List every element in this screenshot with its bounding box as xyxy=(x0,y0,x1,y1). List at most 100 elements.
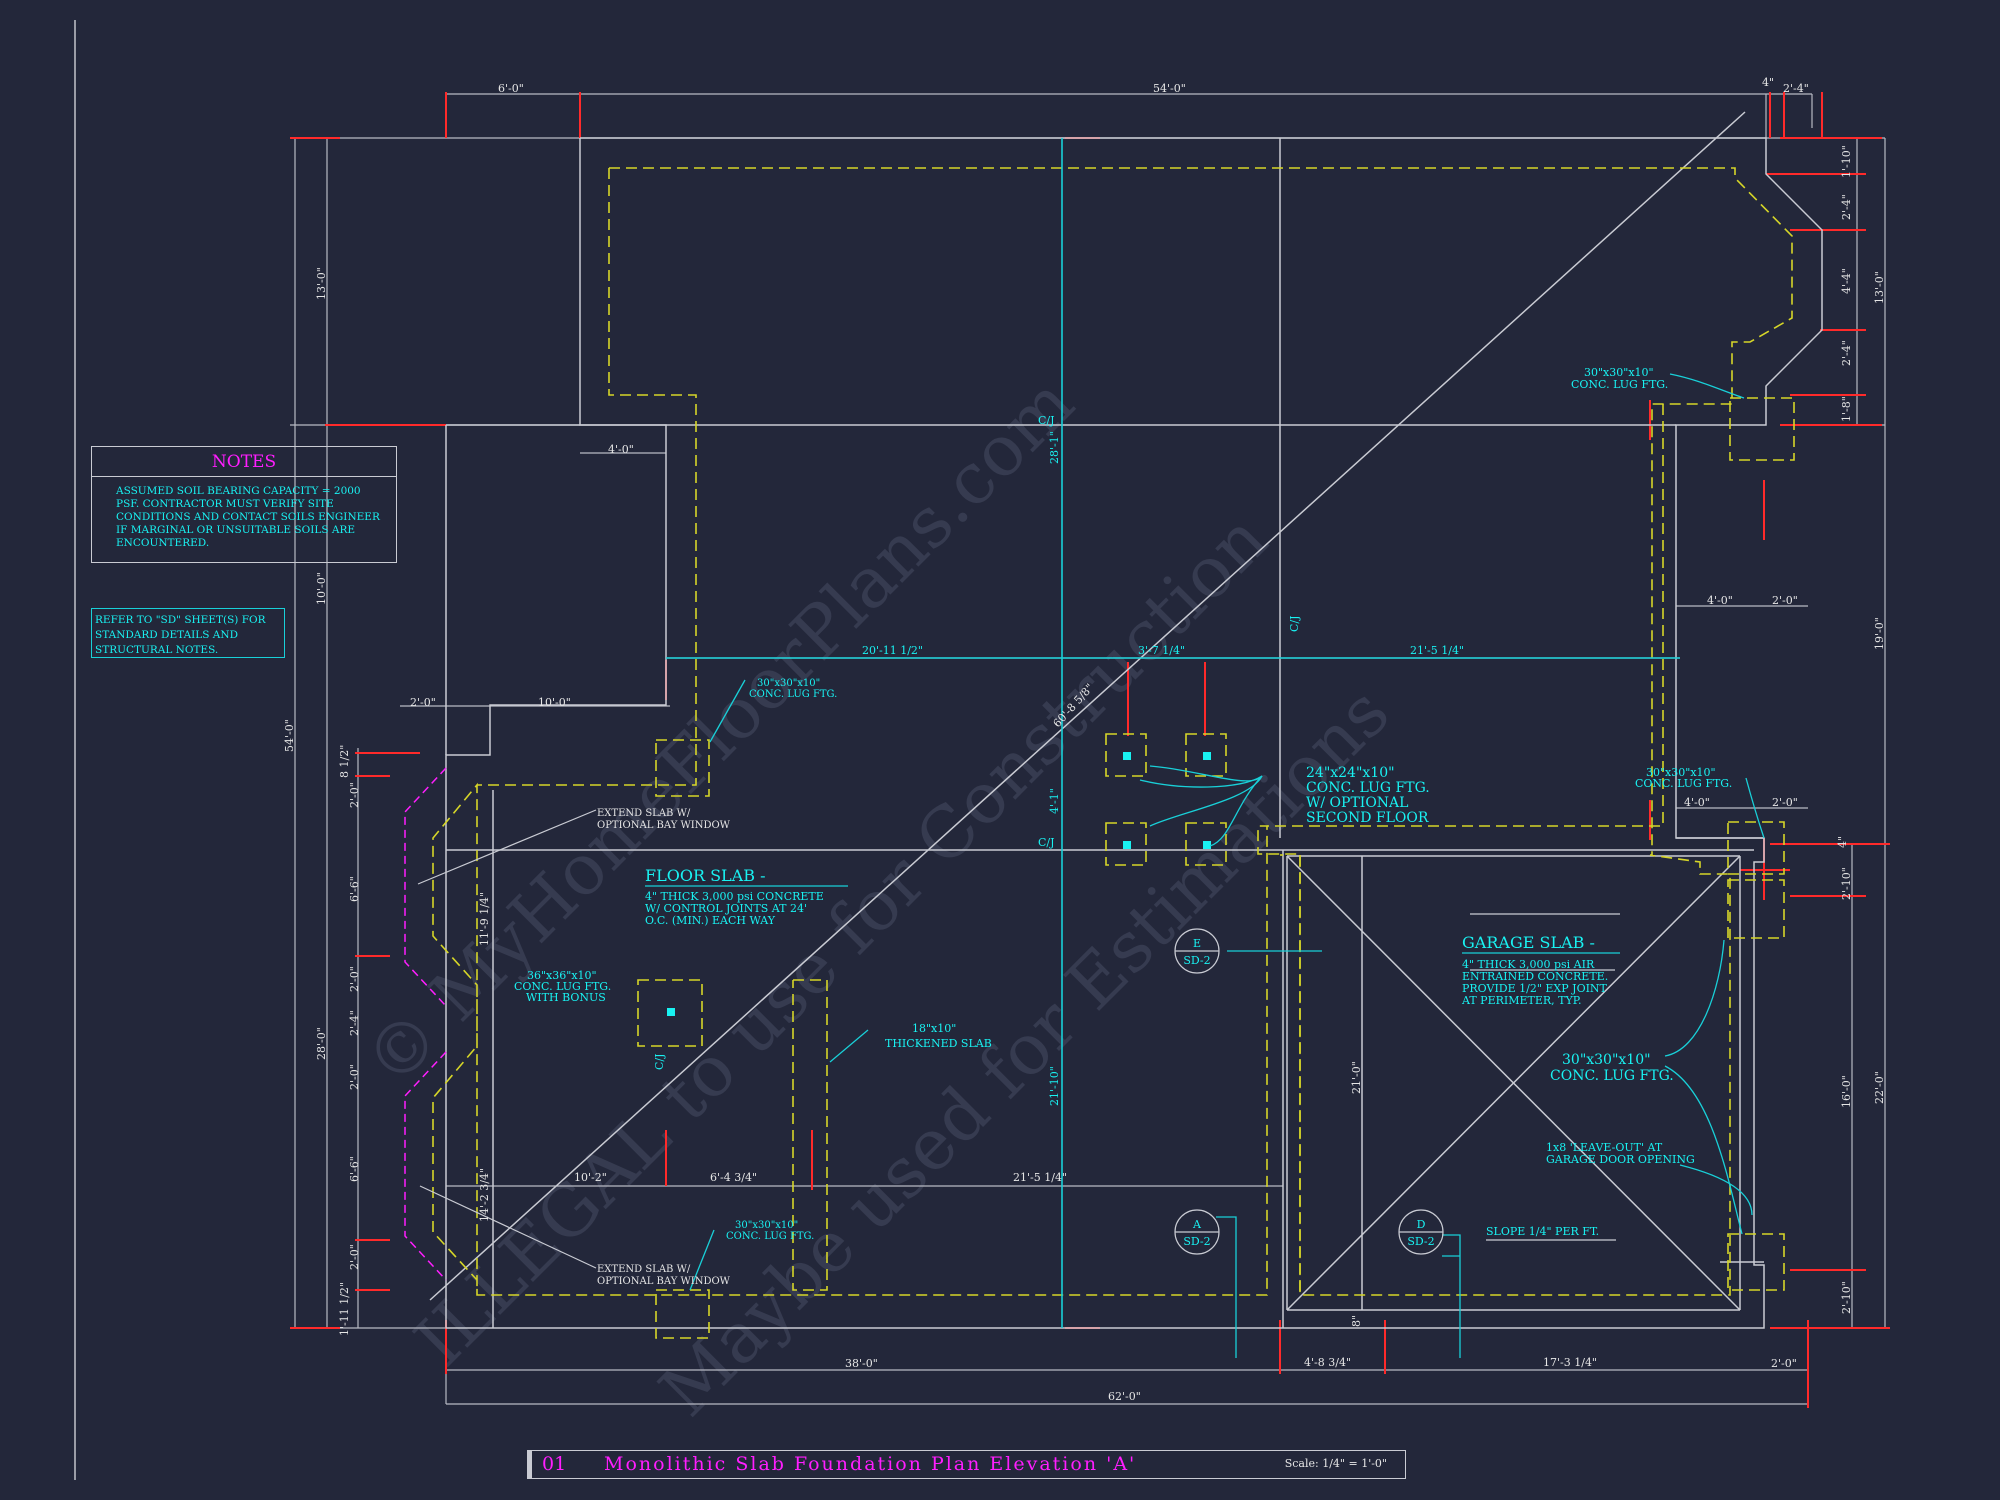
dim-left-c: 28'-0" xyxy=(315,1027,328,1060)
dim-left-in-a: 8 1/2" xyxy=(338,745,351,778)
dim-mid-g: 4'-0" xyxy=(1707,594,1733,607)
dim-mid-k: 11'-9 1/4" xyxy=(478,892,491,946)
lug-24-line-4: SECOND FLOOR xyxy=(1306,810,1429,826)
bay-bottom-line-1: EXTEND SLAB W/ xyxy=(597,1264,691,1275)
control-joint-labels: C/J C/J C/J C/J xyxy=(653,414,1301,1070)
drawing-scale: Scale: 1/4" = 1'-0" xyxy=(1284,1457,1387,1470)
lug-30-e-line-1: 30"x30"x10" xyxy=(735,1220,798,1231)
notes-box: NOTES ASSUMED SOIL BEARING CAPACITY = 20… xyxy=(91,446,397,563)
cj-label-3: C/J xyxy=(1038,836,1055,849)
cj-label-4: C/J xyxy=(653,1053,666,1070)
footing-pads xyxy=(667,752,1211,1016)
dim-bot-f: 17'-3 1/4" xyxy=(1543,1356,1597,1369)
lug-30-a-line-1: 30"x30"x10" xyxy=(757,678,820,689)
dim-mid-h: 2'-0" xyxy=(1772,594,1798,607)
bay-top-line-2: OPTIONAL BAY WINDOW xyxy=(597,820,731,831)
dim-right-a: 1'-10" xyxy=(1840,145,1853,178)
dim-bot-d: 38'-0" xyxy=(845,1357,878,1370)
leave-out-line-1: 1x8 'LEAVE-OUT' AT xyxy=(1546,1141,1663,1154)
dim-bot-a: 10'-2" xyxy=(574,1171,607,1184)
dim-left-in-c: 6'-6" xyxy=(348,876,361,902)
dim-left-in-d: 2'-0" xyxy=(348,966,361,992)
garage-slab-title: GARAGE SLAB - xyxy=(1462,933,1595,952)
dim-mid-n: 4'-1" xyxy=(1048,788,1061,814)
dim-mid-f: 21'-5 1/4" xyxy=(1410,644,1464,657)
bay-window-outline xyxy=(404,767,447,1281)
dim-mid-j: 2'-0" xyxy=(1772,796,1798,809)
cj-label-2: C/J xyxy=(1288,615,1301,632)
dim-left-in-g: 6'-6" xyxy=(348,1156,361,1182)
dim-left-in-e: 2'-4" xyxy=(348,1010,361,1036)
section-e-letter: E xyxy=(1193,937,1201,950)
lug-30-d-line-2: CONC. LUG FTG. xyxy=(1550,1068,1674,1084)
lug-30-c-line-2: CONC. LUG FTG. xyxy=(1635,777,1732,790)
floor-slab-line-1: 4" THICK 3,000 psi CONCRETE xyxy=(645,890,824,903)
section-d-letter: D xyxy=(1417,1218,1426,1231)
garage-slab-line-3: PROVIDE 1/2" EXP JOINT xyxy=(1462,982,1608,995)
dim-mid-c: 10'-0" xyxy=(538,696,571,709)
section-e-sheet: SD-2 xyxy=(1183,954,1210,967)
dim-right-i: 2'-10" xyxy=(1840,867,1853,900)
dim-mid-d: 20'-11 1/2" xyxy=(862,644,923,657)
dim-mid-m: 28'-1" xyxy=(1048,431,1061,464)
dim-top-a: 6'-0" xyxy=(498,82,524,95)
dim-left-in-f: 2'-0" xyxy=(348,1064,361,1090)
dim-mid-l: 14'-2 3/4" xyxy=(478,1168,491,1222)
leader-lines xyxy=(689,373,1765,1358)
section-a-letter: A xyxy=(1192,1218,1202,1231)
dim-bot-h: 62'-0" xyxy=(1108,1390,1141,1403)
dim-mid-o: 21'-10" xyxy=(1048,1066,1061,1106)
lug-36-line-3: WITH BONUS xyxy=(526,991,606,1004)
drawing-title-bar: 01 Monolithic Slab Foundation Plan Eleva… xyxy=(527,1450,1406,1479)
garage-slab-line-1: 4" THICK 3,000 psi AIR xyxy=(1462,958,1595,971)
dim-right-h: 4" xyxy=(1836,836,1849,848)
dim-bot-e: 4'-8 3/4" xyxy=(1304,1356,1351,1369)
dim-mid-e: 3'-7 1/4" xyxy=(1138,644,1185,657)
dim-left-in-i: 1'-11 1/2" xyxy=(338,1282,351,1336)
dim-bot-g: 2'-0" xyxy=(1771,1357,1797,1370)
dim-right-e: 1'-8" xyxy=(1840,396,1853,422)
garage-slab-line-2: ENTRAINED CONCRETE. xyxy=(1462,970,1608,983)
notes-title: NOTES xyxy=(211,452,277,472)
lug-24-line-2: CONC. LUG FTG. xyxy=(1306,780,1430,796)
dim-right-k: 2'-10" xyxy=(1840,1281,1853,1314)
dim-mid-b: 2'-0" xyxy=(410,696,436,709)
watermark-line-1: © MyHomeFloorPlans.com xyxy=(349,361,1090,1102)
dim-right-d: 2'-4" xyxy=(1840,340,1853,366)
dim-top-c: 4" xyxy=(1762,76,1774,89)
bay-window-callouts: EXTEND SLAB W/ OPTIONAL BAY WINDOW EXTEN… xyxy=(597,808,731,1287)
slope-note: SLOPE 1/4" PER FT. xyxy=(1486,1225,1599,1238)
floor-slab-line-3: O.C. (MIN.) EACH WAY xyxy=(645,914,776,927)
section-marker-labels: E SD-2 A SD-2 D SD-2 xyxy=(1183,937,1434,1248)
dim-right-c: 4'-4" xyxy=(1840,268,1853,294)
foundation-outline xyxy=(429,111,1823,1329)
drawing-title: Monolithic Slab Foundation Plan Elevatio… xyxy=(604,1453,1137,1475)
reference-note: REFER TO "SD" SHEET(S) FOR STANDARD DETA… xyxy=(95,614,266,656)
dim-right-l: 22'-0" xyxy=(1873,1071,1886,1104)
lug-30-e-line-2: CONC. LUG FTG. xyxy=(726,1231,814,1242)
thickened-slab-line-1: 18"x10" xyxy=(912,1022,956,1035)
reference-note-box: REFER TO "SD" SHEET(S) FOR STANDARD DETA… xyxy=(91,608,285,658)
bay-bottom-line-2: OPTIONAL BAY WINDOW xyxy=(597,1276,731,1287)
dim-bot-c: 21'-5 1/4" xyxy=(1013,1171,1067,1184)
garage-slab-line-4: AT PERIMETER, TYP. xyxy=(1461,994,1581,1007)
drawing-number: 01 xyxy=(542,1453,567,1475)
title-bar-tick xyxy=(528,1451,532,1478)
lug-30-b-line-1: 30"x30"x10" xyxy=(1584,366,1654,379)
lug-30-a-line-2: CONC. LUG FTG. xyxy=(749,689,837,700)
dim-right-f: 13'-0" xyxy=(1873,271,1886,304)
notes-header: NOTES xyxy=(92,447,396,477)
floor-slab-title: FLOOR SLAB - xyxy=(645,866,765,885)
cj-label-1: C/J xyxy=(1038,414,1055,427)
dim-left-overall: 54'-0" xyxy=(283,719,296,752)
dim-mid-i: 4'-0" xyxy=(1684,796,1710,809)
callouts: FLOOR SLAB - 4" THICK 3,000 psi CONCRETE… xyxy=(514,366,1732,1242)
lug-24-line-3: W/ OPTIONAL xyxy=(1306,795,1408,811)
floor-slab-line-2: W/ CONTROL JOINTS AT 24' xyxy=(645,902,807,915)
dim-right-j: 16'-0" xyxy=(1840,1075,1853,1108)
dim-right-b: 2'-4" xyxy=(1840,194,1853,220)
bay-leaders xyxy=(417,809,1620,1269)
dim-bot-i: 8" xyxy=(1350,1315,1363,1327)
lug-30-c-line-1: 30"x30"x10" xyxy=(1646,766,1716,779)
